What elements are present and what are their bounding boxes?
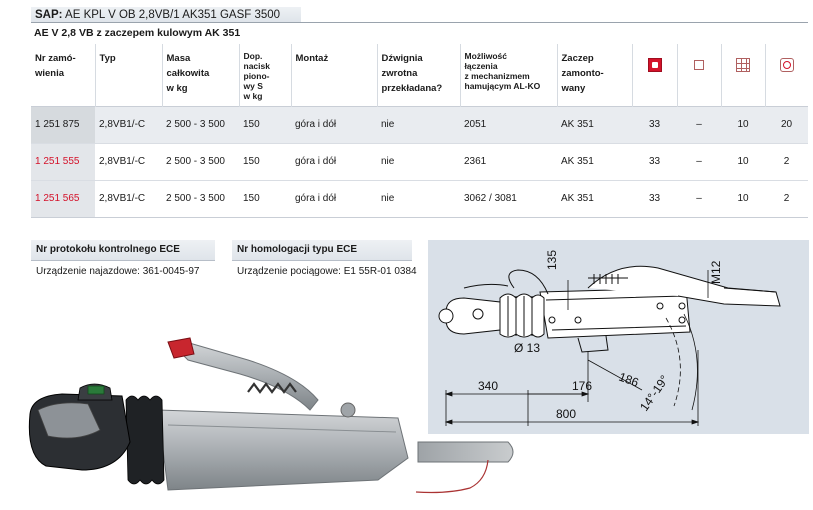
cell-typ: 2,8VB1/-C <box>95 142 162 180</box>
cell-typ: 2,8VB1/-C <box>95 106 162 143</box>
header-nr: Nr zamó-wienia <box>31 44 95 106</box>
cell-c2: – <box>677 142 721 180</box>
product-photo <box>28 337 514 494</box>
drawing-lever <box>587 265 781 307</box>
dim-angle: 14°-19° <box>637 373 672 414</box>
cell-c2: – <box>677 106 721 143</box>
header-montaz: Montaż <box>290 44 377 106</box>
cell-c3: 10 <box>721 142 765 180</box>
cell-montaz: góra i dół <box>291 179 377 217</box>
cell-c3: 10 <box>721 106 765 143</box>
cell-mozliwosc: 3062 / 3081 <box>460 179 557 217</box>
dim-176: 176 <box>572 379 592 393</box>
header-icon-3 <box>720 44 765 106</box>
cell-mozliwosc: 2361 <box>460 142 557 180</box>
photo-housing <box>157 409 409 491</box>
cell-c2: – <box>677 179 721 217</box>
ece-protocol-box: Nr protokołu kontrolnego ECE Urządzenie … <box>31 240 215 282</box>
ece-homologation-value: Urządzenie pociągowe: E1 55R-01 0384 <box>237 266 417 277</box>
cell-nacisk: 150 <box>239 179 291 217</box>
photo-indicator <box>87 385 105 395</box>
technical-drawing-panel: 135 M12 Ø 13 340 176 186 14°-19° 800 <box>428 240 809 434</box>
ece-homologation-box: Nr homologacji typu ECE Urządzenie pocią… <box>232 240 417 282</box>
photo-rear-tube <box>417 441 514 463</box>
red-box-icon <box>647 58 662 73</box>
cell-c1: 33 <box>632 142 677 180</box>
dim-d13: Ø 13 <box>514 341 540 355</box>
cell-masa: 2 500 - 3 500 <box>162 106 239 143</box>
cell-montaz: góra i dół <box>291 106 377 143</box>
cell-nr: 1 251 555 <box>31 142 95 180</box>
cell-c1: 33 <box>632 179 677 217</box>
technical-drawing: 135 M12 Ø 13 340 176 186 14°-19° 800 <box>438 250 781 426</box>
grid-icon <box>736 58 750 73</box>
cell-c3: 10 <box>721 179 765 217</box>
photo-lever-grip <box>167 337 195 359</box>
header-icon-2 <box>676 44 721 106</box>
cell-dzwignia: nie <box>377 142 460 180</box>
cell-zaczep: AK 351 <box>557 142 632 180</box>
cell-montaz: góra i dół <box>291 142 377 180</box>
clock-icon <box>779 58 794 73</box>
square-icon <box>694 60 704 71</box>
cell-dzwignia: nie <box>377 106 460 143</box>
photo-spring <box>247 382 297 394</box>
cell-nr: 1 251 565 <box>31 179 95 217</box>
cell-c4: 20 <box>765 106 808 143</box>
table-row: 1 251 555 2,8VB1/-C 2 500 - 3 500 150 gó… <box>31 142 808 180</box>
cell-c1: 33 <box>632 106 677 143</box>
header-icon-4 <box>764 44 808 106</box>
dim-m12: M12 <box>709 260 723 284</box>
cell-masa: 2 500 - 3 500 <box>162 142 239 180</box>
cell-masa: 2 500 - 3 500 <box>162 179 239 217</box>
sap-header: SAP: AE KPL V OB 2,8VB/1 AK351 GASF 3500 <box>31 7 301 23</box>
cell-nacisk: 150 <box>239 142 291 180</box>
cell-dzwignia: nie <box>377 179 460 217</box>
table-row: 1 251 565 2,8VB1/-C 2 500 - 3 500 150 gó… <box>31 179 808 217</box>
cell-nacisk: 150 <box>239 106 291 143</box>
photo-handbrake-lever <box>173 341 319 411</box>
cell-zaczep: AK 351 <box>557 106 632 143</box>
product-subtitle: AE V 2,8 VB z zaczepem kulowym AK 351 <box>34 27 241 39</box>
dim-800: 800 <box>556 407 576 421</box>
header-icon-1 <box>631 44 677 106</box>
sap-divider <box>31 22 808 23</box>
dim-135: 135 <box>545 250 559 270</box>
cell-typ: 2,8VB1/-C <box>95 179 162 217</box>
dim-340: 340 <box>478 379 498 393</box>
sap-label: SAP: <box>35 9 63 21</box>
sap-value: AE KPL V OB 2,8VB/1 AK351 GASF 3500 <box>65 9 281 21</box>
ece-homologation-title: Nr homologacji typu ECE <box>232 240 412 261</box>
photo-cable <box>415 459 489 494</box>
cell-nr: 1 251 875 <box>31 106 95 143</box>
cell-c4: 2 <box>765 142 808 180</box>
drawing-body <box>539 287 691 339</box>
dim-186: 186 <box>617 370 641 390</box>
ece-protocol-value: Urządzenie najazdowe: 361-0045-97 <box>36 266 200 277</box>
cell-zaczep: AK 351 <box>557 179 632 217</box>
cell-mozliwosc: 2051 <box>460 106 557 143</box>
table-row: 1 251 875 2,8VB1/-C 2 500 - 3 500 150 gó… <box>31 106 808 143</box>
ece-protocol-title: Nr protokołu kontrolnego ECE <box>31 240 215 261</box>
photo-bellows <box>125 395 165 485</box>
header-typ: Typ <box>94 44 162 106</box>
cell-c4: 2 <box>765 179 808 217</box>
